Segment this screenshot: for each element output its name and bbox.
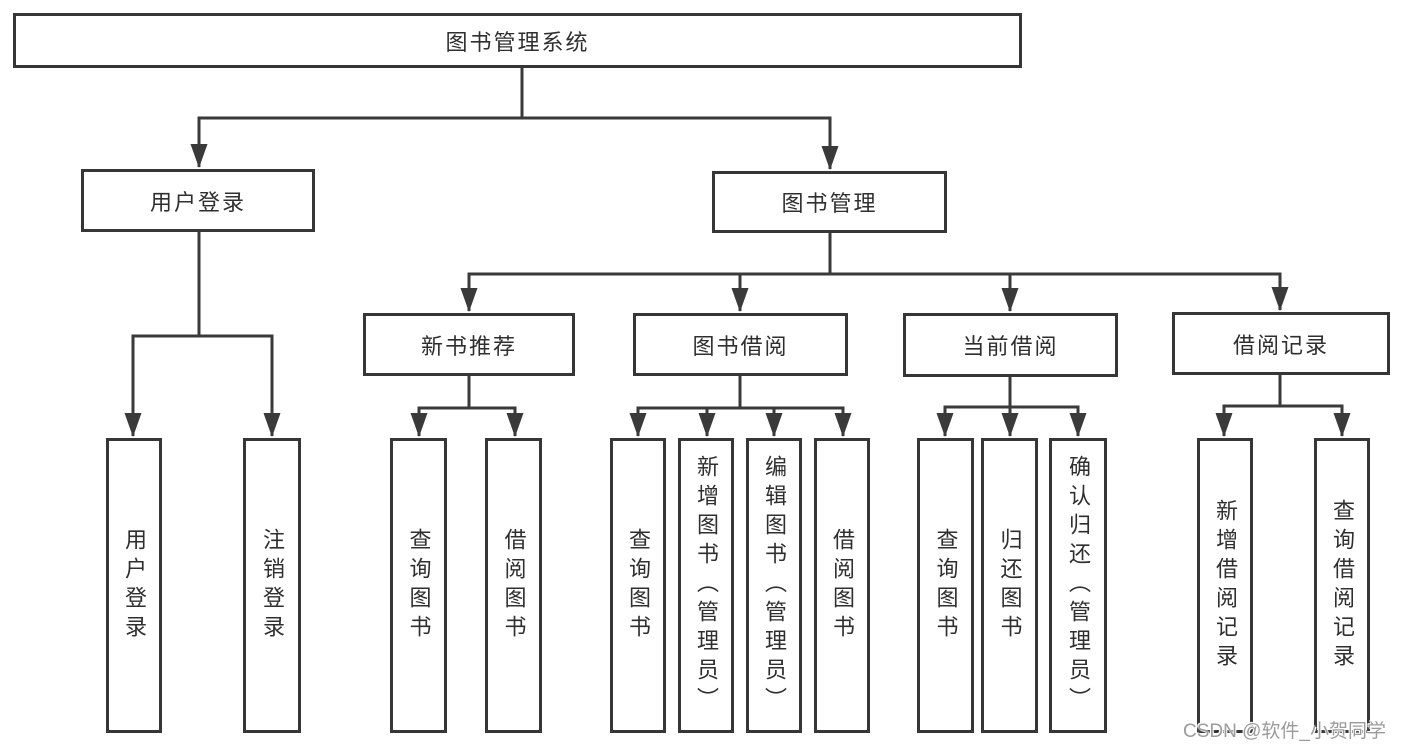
node-book-mgmt-label: 图书管理 [781, 191, 878, 216]
leaf-borrow-books: 借阅图书 [814, 438, 870, 733]
leaf-user-login: 用户登录 [106, 438, 162, 733]
leaf-current-query-books: 查询图书 [917, 438, 974, 733]
leaf-logout-label: 注销登录 [260, 527, 285, 644]
leaf-return-books-label: 归还图书 [997, 527, 1023, 644]
leaf-confirm-return-admin-label: 确认归还（管理员） [1066, 455, 1091, 716]
node-current-borrow-label: 当前借阅 [962, 334, 1059, 359]
leaf-confirm-return-admin: 确认归还（管理员） [1049, 438, 1107, 733]
node-new-book-rec-label: 新书推荐 [420, 333, 517, 359]
leaf-query-borrow-record: 查询借阅记录 [1314, 438, 1370, 733]
leaf-query-borrow-record-label: 查询借阅记录 [1330, 498, 1355, 673]
leaf-return-books: 归还图书 [981, 438, 1038, 733]
leaf-edit-books-admin: 编辑图书（管理员） [746, 438, 802, 733]
leaf-edit-books-admin-label: 编辑图书（管理员） [762, 455, 787, 716]
leaf-rec-borrow-books-label: 借阅图书 [501, 527, 527, 644]
node-new-book-rec: 新书推荐 [363, 313, 575, 376]
leaf-current-query-books-label: 查询图书 [933, 527, 959, 644]
leaf-add-books-admin: 新增图书（管理员） [678, 438, 734, 733]
node-book-borrow-label: 图书借阅 [692, 333, 789, 359]
leaf-logout: 注销登录 [243, 438, 301, 733]
leaf-rec-query-books: 查询图书 [390, 438, 447, 733]
node-book-mgmt: 图书管理 [712, 171, 947, 233]
leaf-rec-borrow-books: 借阅图书 [485, 438, 542, 733]
leaf-rec-query-books-label: 查询图书 [406, 527, 432, 644]
leaf-add-books-admin-label: 新增图书（管理员） [694, 455, 719, 716]
leaf-borrow-query-books-label: 查询图书 [626, 527, 651, 644]
watermark-text: CSDN @软件_小贺同学 [1183, 721, 1386, 742]
leaf-user-login-label: 用户登录 [122, 527, 147, 644]
leaf-borrow-books-label: 借阅图书 [830, 527, 855, 644]
leaf-add-borrow-record-label: 新增借阅记录 [1213, 498, 1238, 673]
node-root-label: 图书管理系统 [445, 29, 590, 55]
node-user-login: 用户登录 [81, 169, 315, 232]
leaf-add-borrow-record: 新增借阅记录 [1197, 438, 1253, 733]
node-user-login-label: 用户登录 [149, 189, 246, 215]
node-book-borrow: 图书借阅 [633, 313, 848, 376]
leaf-borrow-query-books: 查询图书 [610, 438, 666, 733]
node-current-borrow: 当前借阅 [903, 313, 1118, 377]
node-root: 图书管理系统 [13, 13, 1022, 68]
node-borrow-records: 借阅记录 [1172, 312, 1390, 375]
node-borrow-records-label: 借阅记录 [1232, 332, 1329, 358]
